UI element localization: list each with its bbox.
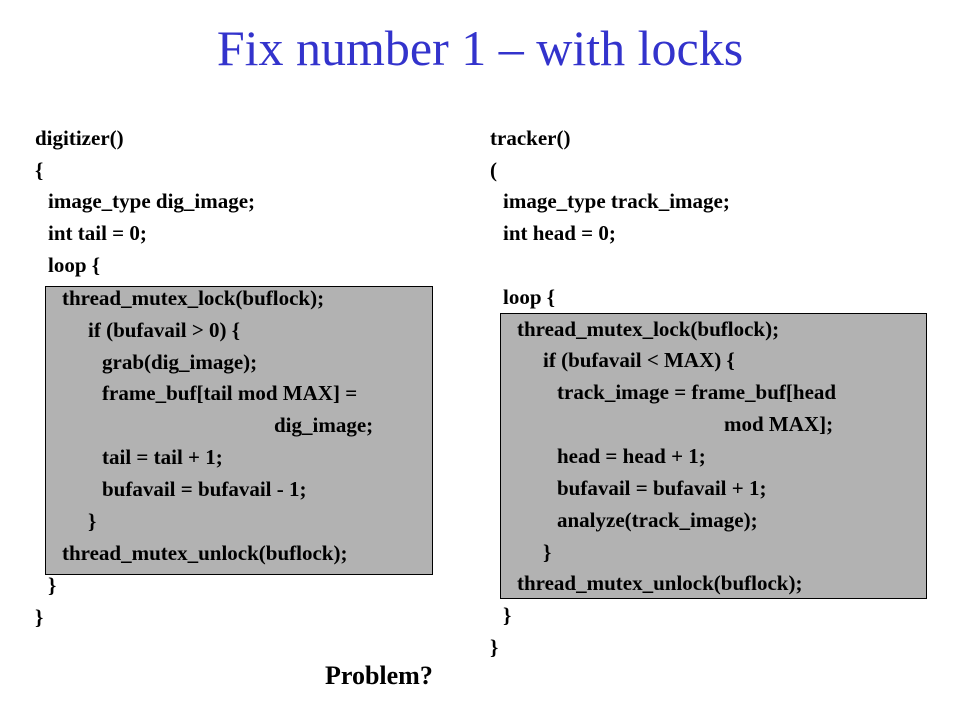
code-line: if (bufavail > 0) { [88,318,241,342]
code-line: loop { [503,285,556,309]
code-line: thread_mutex_lock(buflock); [517,317,780,341]
tracker-critical-section-box [500,313,927,599]
code-line: } [88,509,97,533]
code-line: digitizer() [35,126,124,150]
code-line: { [35,158,44,182]
code-line: thread_mutex_unlock(buflock); [517,571,803,595]
code-line: head = head + 1; [557,444,706,468]
code-line: if (bufavail < MAX) { [543,348,735,372]
code-line: tracker() [490,126,571,150]
code-line: tail = tail + 1; [102,445,223,469]
code-line: int head = 0; [503,221,616,245]
problem-label: Problem? [325,661,433,690]
code-line: thread_mutex_lock(buflock); [62,286,325,310]
slide-title: Fix number 1 – with locks [216,20,744,76]
code-line: bufavail = bufavail - 1; [102,477,307,501]
code-line: loop { [48,253,101,277]
code-line: frame_buf[tail mod MAX] = [102,381,358,405]
code-line: } [543,540,552,564]
code-line: grab(dig_image); [102,350,258,374]
code-line: track_image = frame_buf[head [557,380,837,404]
code-line: bufavail = bufavail + 1; [557,476,767,500]
code-line: } [503,603,512,627]
code-line: image_type dig_image; [48,189,256,213]
code-line: image_type track_image; [503,189,730,213]
code-line: } [490,635,499,659]
code-line: } [48,573,57,597]
code-line: thread_mutex_unlock(buflock); [62,541,348,565]
code-line: int tail = 0; [48,221,147,245]
code-line: analyze(track_image); [557,508,758,532]
code-line: mod MAX]; [724,412,834,436]
code-line: } [35,605,44,629]
code-line: dig_image; [274,413,374,437]
digitizer-critical-section-box [45,286,433,575]
code-line: ( [490,158,497,182]
